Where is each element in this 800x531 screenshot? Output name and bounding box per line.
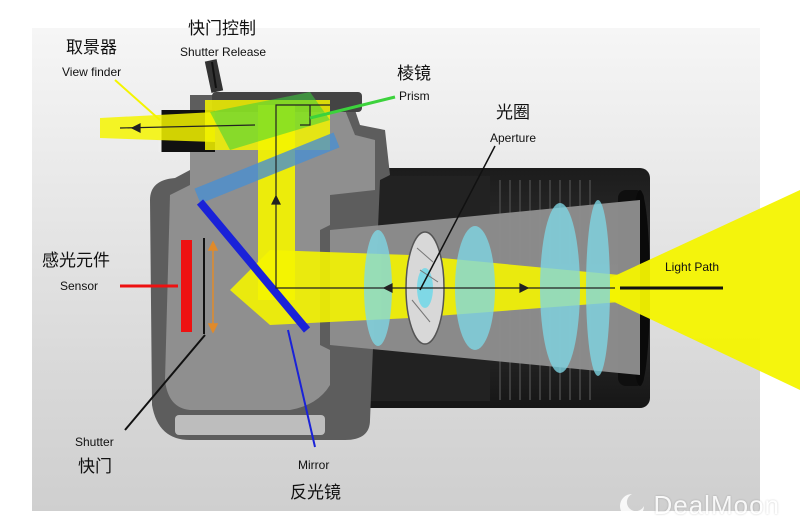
label-sensor-zh: 感光元件 [42, 251, 110, 271]
label-prism-en: Prism [399, 89, 430, 103]
shutter-release-pointer [211, 61, 217, 89]
label-shutter-en: Shutter [75, 435, 114, 449]
viewfinder-pointer [114, 79, 161, 121]
dealmoon-logo-icon [620, 493, 645, 518]
label-prism-zh: 棱镜 [397, 64, 431, 84]
prism-pointer [309, 95, 396, 120]
label-viewfinder-zh: 取景器 [66, 38, 117, 58]
watermark: DealMoon [617, 490, 780, 521]
sensor [181, 240, 192, 332]
mirror-pointer [287, 329, 316, 448]
label-shutter-release-en: Shutter Release [180, 45, 266, 59]
label-mirror-en: Mirror [298, 458, 329, 472]
label-mirror-zh: 反光镜 [290, 483, 341, 503]
light-path-arrows [119, 104, 615, 293]
aperture-pointer [419, 145, 496, 291]
label-sensor-en: Sensor [60, 279, 98, 293]
label-viewfinder-en: View finder [62, 65, 121, 79]
label-shutter-zh: 快门 [78, 457, 112, 477]
label-aperture-zh: 光圈 [496, 103, 530, 123]
label-aperture-en: Aperture [490, 131, 536, 145]
label-light-path: Light Path [665, 260, 719, 274]
prism-mirror [194, 132, 340, 204]
reflex-mirror [196, 199, 311, 333]
prism [210, 92, 330, 150]
shutter-pointer [124, 334, 206, 431]
watermark-text: DealMoon [653, 490, 780, 520]
shutter-travel-marker [207, 240, 219, 334]
label-shutter-release-zh: 快门控制 [188, 19, 256, 39]
